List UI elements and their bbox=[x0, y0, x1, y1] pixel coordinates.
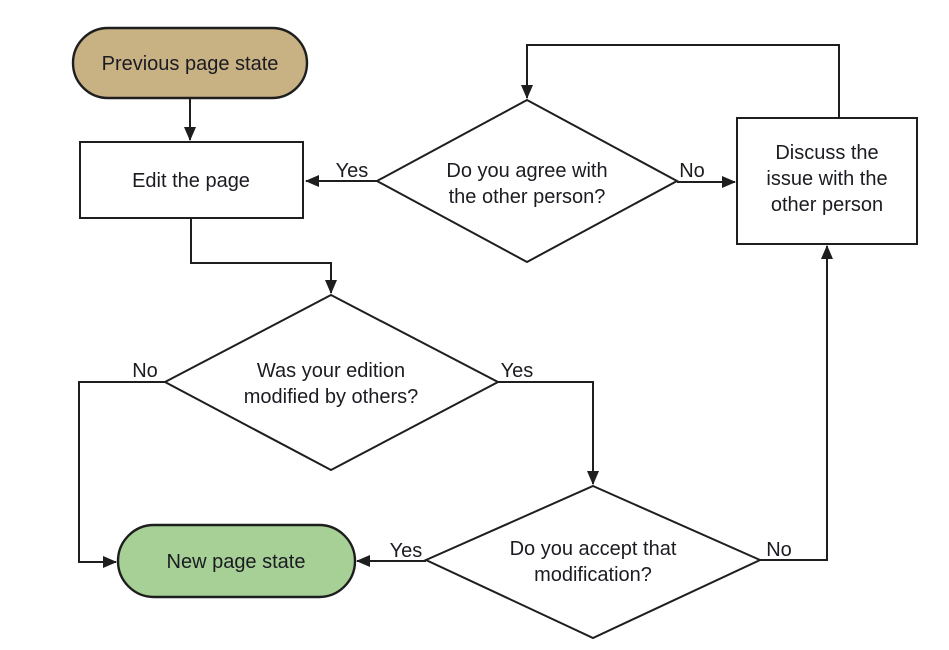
edge-discuss-loop-to-agree bbox=[521, 44, 840, 118]
node-previous-page-state bbox=[71, 26, 309, 100]
node-new-page-state-label: New page state bbox=[167, 551, 306, 573]
edge-label-agree-yes: Yes bbox=[336, 160, 369, 182]
edge-modified-no-to-new bbox=[78, 381, 165, 568]
node-discuss-the-issue-line3: other person bbox=[771, 194, 883, 216]
edge-label-accept-no: No bbox=[766, 539, 792, 561]
edge-modified-yes-to-accept bbox=[498, 381, 599, 485]
node-decision-accept-line2: modification? bbox=[534, 564, 652, 586]
node-decision-accept-line1: Do you accept that bbox=[510, 538, 677, 560]
node-decision-agree-line2: the other person? bbox=[449, 186, 606, 208]
node-previous-page-state-label: Previous page state bbox=[102, 53, 279, 75]
edge-accept-no-to-discuss bbox=[760, 245, 833, 561]
edge-label-modified-no: No bbox=[132, 360, 158, 382]
node-edit-the-page bbox=[79, 141, 304, 219]
node-discuss-the-issue-line2: issue with the bbox=[766, 168, 887, 190]
edge-label-modified-yes: Yes bbox=[501, 360, 534, 382]
node-decision-agree-line1: Do you agree with bbox=[446, 160, 607, 182]
node-discuss-the-issue bbox=[736, 117, 918, 245]
edge-edit-to-modified bbox=[190, 218, 337, 294]
node-decision-modified bbox=[162, 293, 501, 472]
node-edit-the-page-label: Edit the page bbox=[132, 170, 250, 192]
node-decision-modified-line1: Was your edition bbox=[257, 360, 405, 382]
node-decision-agree bbox=[374, 98, 680, 264]
node-discuss-the-issue-line1: Discuss the bbox=[775, 142, 878, 164]
node-new-page-state bbox=[116, 523, 357, 599]
node-decision-modified-line2: modified by others? bbox=[244, 386, 419, 408]
edge-label-agree-no: No bbox=[679, 160, 705, 182]
edge-label-accept-yes: Yes bbox=[390, 540, 423, 562]
node-decision-accept bbox=[423, 484, 763, 640]
